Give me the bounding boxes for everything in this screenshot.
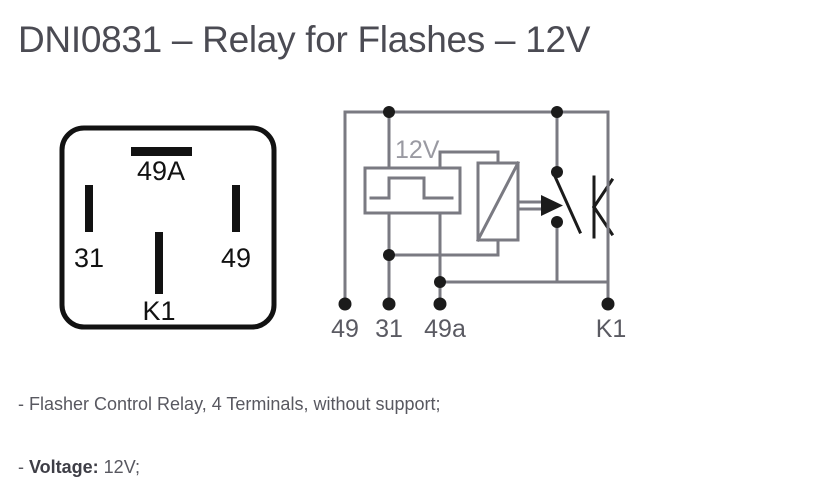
square-wave-glyph — [369, 176, 454, 200]
page-title: DNI0831 – Relay for Flashes – 12V — [18, 19, 591, 60]
description-text-1: Flasher Control Relay, 4 Terminals, with… — [29, 394, 441, 414]
voltage-label: Voltage: — [29, 457, 99, 477]
bullet-dash-1: - — [18, 394, 29, 414]
schematic-terminal-label-k1: K1 — [596, 315, 627, 343]
terminal-dot-k1 — [601, 297, 615, 311]
terminal-label-49a: 49A — [137, 156, 185, 186]
diagrams-svg: 49A 31 49 K1 — [59, 106, 626, 343]
terminal-blade-49 — [232, 185, 240, 232]
relay-coil-diagonal — [475, 160, 521, 243]
terminal-blade-31 — [85, 185, 93, 232]
terminal-blade-k1 — [155, 232, 163, 294]
schematic-terminal-label-49: 49 — [331, 315, 359, 343]
bullet-dash-2: - — [18, 457, 29, 477]
node-switch-lower — [551, 216, 563, 228]
schematic-voltage-label: 12V — [395, 136, 440, 164]
terminal-label-31: 31 — [74, 243, 104, 273]
node-49a-cross — [434, 276, 446, 288]
voltage-value: 12V; — [98, 457, 141, 477]
terminal-dot-49a — [433, 297, 447, 311]
actuator-arrow-head — [541, 195, 563, 216]
wire-pulse-to-coil-top — [438, 150, 500, 165]
diagram-area: 49A 31 49 K1 — [0, 92, 839, 357]
schematic-terminal-label-49a: 49a — [424, 315, 466, 343]
terminal-dot-31 — [382, 297, 396, 311]
wire-coil-to-31-node — [387, 238, 500, 257]
relay-schematic-diagram: 12V 49 31 49a K1 — [331, 106, 626, 343]
relay-body-outline — [59, 125, 277, 330]
terminal-label-49: 49 — [221, 243, 251, 273]
switch-lever — [551, 170, 582, 234]
pulse-generator-box — [363, 166, 462, 215]
node-switch-upper — [551, 166, 563, 178]
schematic-terminal-label-31: 31 — [375, 315, 403, 343]
terminal-dot-49 — [338, 297, 352, 311]
node-31-coil — [383, 249, 395, 261]
terminal-label-k1: K1 — [142, 296, 175, 326]
terminal-blade-49a — [131, 147, 192, 156]
description-line-2: - Voltage: 12V; — [18, 455, 140, 479]
node-top-switch — [551, 106, 563, 118]
relay-pinout-diagram: 49A 31 49 K1 — [59, 125, 277, 330]
description-line-1: - Flasher Control Relay, 4 Terminals, wi… — [18, 392, 441, 416]
node-top-31 — [383, 106, 395, 118]
